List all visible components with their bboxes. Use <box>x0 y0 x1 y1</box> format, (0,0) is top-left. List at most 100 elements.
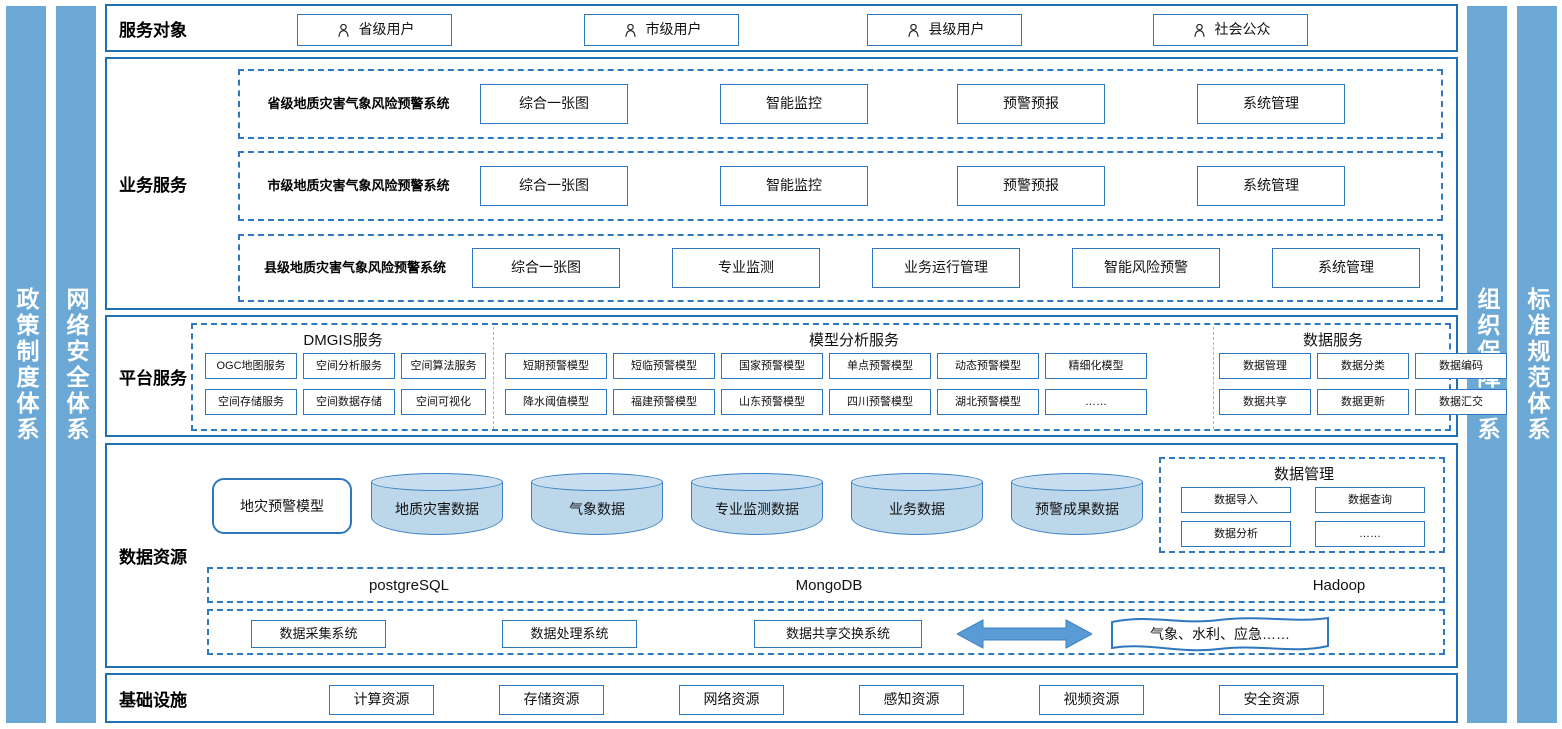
platform-item[interactable]: 空间可视化 <box>401 389 486 415</box>
database-name: MongoDB <box>795 577 863 594</box>
business-row-county-name: 县级地质灾害气象风险预警系统 <box>263 259 446 275</box>
data-management-group: 数据管理 数据导入 数据查询 数据分析 …… <box>1159 457 1445 553</box>
platform-groups-wrapper: DMGIS服务 OGC地图服务 空间分析服务 空间算法服务 空间存储服务 空间数… <box>191 323 1507 431</box>
external-departments-doc[interactable]: 气象、水利、应急…… <box>1109 614 1331 654</box>
business-item[interactable]: 智能风险预警 <box>1072 248 1220 288</box>
platform-item[interactable]: 福建预警模型 <box>613 389 715 415</box>
group-divider <box>493 327 494 429</box>
infrastructure-item[interactable]: 存储资源 <box>499 685 604 715</box>
data-management-item[interactable]: 数据导入 <box>1181 487 1291 513</box>
platform-item[interactable]: 四川预警模型 <box>829 389 931 415</box>
data-systems-group: 数据采集系统 数据处理系统 数据共享交换系统 气象、水利、应急…… <box>207 609 1445 655</box>
cylinder-label: 气象数据 <box>569 500 625 517</box>
data-system-item[interactable]: 数据共享交换系统 <box>754 620 922 648</box>
external-departments-label: 气象、水利、应急…… <box>1150 626 1290 642</box>
platform-item[interactable]: 数据分类 <box>1317 353 1409 379</box>
business-item[interactable]: 系统管理 <box>1197 166 1345 206</box>
business-item[interactable]: 业务运行管理 <box>872 248 1020 288</box>
cylinder-label: 地质灾害数据 <box>395 500 479 517</box>
platform-item[interactable]: 数据汇交 <box>1415 389 1507 415</box>
data-management-item[interactable]: …… <box>1315 521 1425 547</box>
infrastructure-item[interactable]: 安全资源 <box>1219 685 1324 715</box>
platform-item[interactable]: 国家预警模型 <box>721 353 823 379</box>
platform-item[interactable]: 精细化模型 <box>1045 353 1147 379</box>
double-arrow-icon <box>955 618 1094 650</box>
infrastructure-item[interactable]: 视频资源 <box>1039 685 1144 715</box>
platform-item[interactable]: 短临预警模型 <box>613 353 715 379</box>
business-services-section: 业务服务 省级地质灾害气象风险预警系统 综合一张图 智能监控 预警预报 系统管理… <box>105 57 1458 310</box>
business-item[interactable]: 综合一张图 <box>472 248 620 288</box>
business-item[interactable]: 智能监控 <box>720 84 868 124</box>
platform-item[interactable]: 湖北预警模型 <box>937 389 1039 415</box>
data-model-box[interactable]: 地灾预警模型 <box>212 478 352 534</box>
data-management-item[interactable]: 数据查询 <box>1315 487 1425 513</box>
infrastructure-item[interactable]: 感知资源 <box>859 685 964 715</box>
right-bar-standards: 标准规范体系 <box>1517 6 1557 723</box>
data-cylinder-warning-results[interactable]: 预警成果数据 <box>1011 473 1143 535</box>
business-item[interactable]: 系统管理 <box>1272 248 1420 288</box>
business-item[interactable]: 智能监控 <box>720 166 868 206</box>
business-item[interactable]: 系统管理 <box>1197 84 1345 124</box>
service-object-label: 社会公众 <box>1214 21 1271 38</box>
database-name: Hadoop <box>1312 577 1366 594</box>
platform-item[interactable]: 空间分析服务 <box>303 353 395 379</box>
data-cylinder-business[interactable]: 业务数据 <box>851 473 983 535</box>
cylinder-top <box>851 473 983 491</box>
business-services-label: 业务服务 <box>119 176 187 195</box>
service-object-provincial-user[interactable]: 省级用户 <box>297 14 452 46</box>
right-bar-standards-label: 标准规范体系 <box>1524 286 1550 443</box>
data-management-item[interactable]: 数据分析 <box>1181 521 1291 547</box>
business-row-county: 县级地质灾害气象风险预警系统 综合一张图 专业监测 业务运行管理 智能风险预警 … <box>238 234 1443 302</box>
business-row-provincial: 省级地质灾害气象风险预警系统 综合一张图 智能监控 预警预报 系统管理 <box>238 69 1443 139</box>
service-object-county-user[interactable]: 县级用户 <box>867 14 1022 46</box>
data-management-title: 数据管理 <box>1273 466 1334 483</box>
data-cylinder-meteorology[interactable]: 气象数据 <box>531 473 663 535</box>
databases-group: postgreSQL MongoDB Hadoop <box>207 567 1445 603</box>
platform-item[interactable]: 单点预警模型 <box>829 353 931 379</box>
business-item[interactable]: 综合一张图 <box>480 166 628 206</box>
user-icon <box>1193 23 1205 37</box>
platform-item[interactable]: 空间存储服务 <box>205 389 297 415</box>
platform-item[interactable]: 动态预警模型 <box>937 353 1039 379</box>
platform-item[interactable]: 空间算法服务 <box>401 353 486 379</box>
user-icon <box>907 23 919 37</box>
left-bar-network-security: 网络安全体系 <box>56 6 96 723</box>
service-objects-label: 服务对象 <box>119 20 187 40</box>
service-object-label: 市级用户 <box>645 21 702 38</box>
data-resources-section: 数据资源 地灾预警模型 地质灾害数据 气象数据 专业监测数据 业务数据 预警成 <box>105 443 1458 668</box>
platform-item[interactable]: 空间数据存储 <box>303 389 395 415</box>
platform-item[interactable]: 数据共享 <box>1219 389 1311 415</box>
platform-services-section: 平台服务 DMGIS服务 OGC地图服务 空间分析服务 空间算法服务 空间存储服… <box>105 315 1507 437</box>
infrastructure-item[interactable]: 计算资源 <box>329 685 434 715</box>
service-object-municipal-user[interactable]: 市级用户 <box>584 14 739 46</box>
data-system-item[interactable]: 数据处理系统 <box>502 620 637 648</box>
business-item[interactable]: 预警预报 <box>957 166 1105 206</box>
platform-group-title-dmgis: DMGIS服务 <box>303 332 383 349</box>
left-bar-policy-label: 政策制度体系 <box>13 286 39 443</box>
data-resources-label: 数据资源 <box>119 548 187 567</box>
business-item[interactable]: 预警预报 <box>957 84 1105 124</box>
data-system-item[interactable]: 数据采集系统 <box>251 620 386 648</box>
platform-item[interactable]: 山东预警模型 <box>721 389 823 415</box>
database-name: postgreSQL <box>368 577 450 594</box>
platform-item[interactable]: 降水阈值模型 <box>505 389 607 415</box>
cylinder-top <box>531 473 663 491</box>
platform-item[interactable]: …… <box>1045 389 1147 415</box>
data-cylinder-geohazard[interactable]: 地质灾害数据 <box>371 473 503 535</box>
infrastructure-item[interactable]: 网络资源 <box>679 685 784 715</box>
business-item[interactable]: 专业监测 <box>672 248 820 288</box>
platform-group-title-data: 数据服务 <box>1302 332 1363 349</box>
platform-item[interactable]: 数据编码 <box>1415 353 1507 379</box>
platform-item[interactable]: 数据更新 <box>1317 389 1409 415</box>
service-object-label: 省级用户 <box>358 21 415 38</box>
group-divider <box>1213 327 1214 429</box>
platform-item[interactable]: 短期预警模型 <box>505 353 607 379</box>
platform-item[interactable]: 数据管理 <box>1219 353 1311 379</box>
platform-services-label: 平台服务 <box>119 368 187 388</box>
user-icon <box>624 23 636 37</box>
data-cylinder-professional-monitoring[interactable]: 专业监测数据 <box>691 473 823 535</box>
business-item[interactable]: 综合一张图 <box>480 84 628 124</box>
service-object-public[interactable]: 社会公众 <box>1153 14 1308 46</box>
platform-item[interactable]: OGC地图服务 <box>205 353 297 379</box>
